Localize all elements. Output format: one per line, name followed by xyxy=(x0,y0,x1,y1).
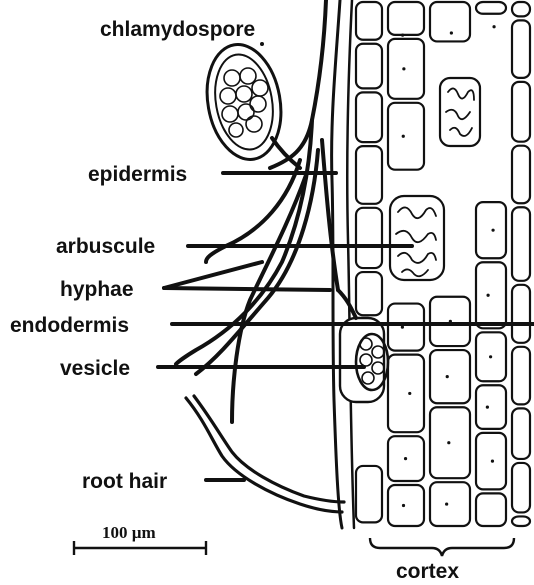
cortex-cell xyxy=(512,20,530,78)
cortex-cell xyxy=(512,408,530,459)
cortex-cell xyxy=(476,385,506,429)
cortex-cell xyxy=(512,146,530,204)
cortex-cell xyxy=(430,2,470,41)
cortex-cell xyxy=(356,146,382,204)
cortex-cell xyxy=(476,262,506,328)
cortex-cell xyxy=(388,103,424,170)
cell-nucleus xyxy=(408,392,411,395)
cortex-bracket xyxy=(370,538,514,556)
cortex-cell xyxy=(388,355,424,433)
cortex-cell xyxy=(388,304,424,351)
cortex-cell xyxy=(476,202,506,258)
hyphae-leader-lower xyxy=(164,288,330,290)
cortex-cell xyxy=(430,350,470,403)
label-epidermis: epidermis xyxy=(88,163,187,186)
vesicle-drawing xyxy=(340,318,388,402)
label-cortex: cortex xyxy=(396,560,459,583)
cell-nucleus xyxy=(402,135,405,138)
cell-nucleus xyxy=(402,504,405,507)
arbuscule-drawing xyxy=(390,196,444,280)
cell-nucleus xyxy=(404,457,407,460)
hyphae-leader-upper xyxy=(164,262,262,288)
cortex-cell xyxy=(388,39,424,99)
cell-nucleus xyxy=(489,355,492,358)
cortex-cell xyxy=(356,44,382,89)
cortex-cell xyxy=(356,208,382,268)
cortex-cell xyxy=(476,2,506,14)
cortex-cell xyxy=(356,466,382,522)
label-arbuscule: arbuscule xyxy=(56,235,155,258)
cell-nucleus xyxy=(446,375,449,378)
cell-nucleus xyxy=(486,294,489,297)
cortex-cell xyxy=(388,485,424,526)
cortex-cell xyxy=(512,2,530,16)
cell-nucleus xyxy=(491,229,494,232)
cortex-cell xyxy=(476,493,506,526)
cell-nucleus xyxy=(402,67,405,70)
label-root-hair: root hair xyxy=(82,470,167,493)
cell-nucleus xyxy=(401,34,404,37)
cortex-cell xyxy=(356,2,382,40)
cell-nucleus xyxy=(450,31,453,34)
cortex-cell xyxy=(388,2,424,35)
cell-nucleus xyxy=(486,405,489,408)
cortex-cell xyxy=(512,463,530,512)
cell-nucleus xyxy=(492,25,495,28)
cell-nucleus xyxy=(491,460,494,463)
cortex-cell xyxy=(512,207,530,281)
cell-nucleus xyxy=(445,502,448,505)
cortex-cell xyxy=(512,347,530,405)
cortex-cell xyxy=(356,272,382,315)
epidermis-inner-wall xyxy=(347,0,354,528)
cortex-cell xyxy=(430,482,470,526)
chlamydospore-drawing xyxy=(198,39,300,168)
cortex-cell xyxy=(356,92,382,142)
scale-bar: 100 µm xyxy=(74,523,206,555)
label-vesicle: vesicle xyxy=(60,357,130,380)
arbuscule-top xyxy=(440,78,480,146)
cell-nucleus xyxy=(447,441,450,444)
root-hair-drawing xyxy=(186,396,344,512)
root-tissue-drawing xyxy=(176,0,530,528)
label-hyphae: hyphae xyxy=(60,278,134,301)
label-endodermis: endodermis xyxy=(10,314,129,337)
scale-bar-label: 100 µm xyxy=(102,523,156,542)
cortex-cell xyxy=(512,285,530,343)
label-chlamydospore: chlamydospore xyxy=(100,18,255,41)
cortex-cell xyxy=(512,516,530,526)
cortex-cell xyxy=(512,82,530,142)
